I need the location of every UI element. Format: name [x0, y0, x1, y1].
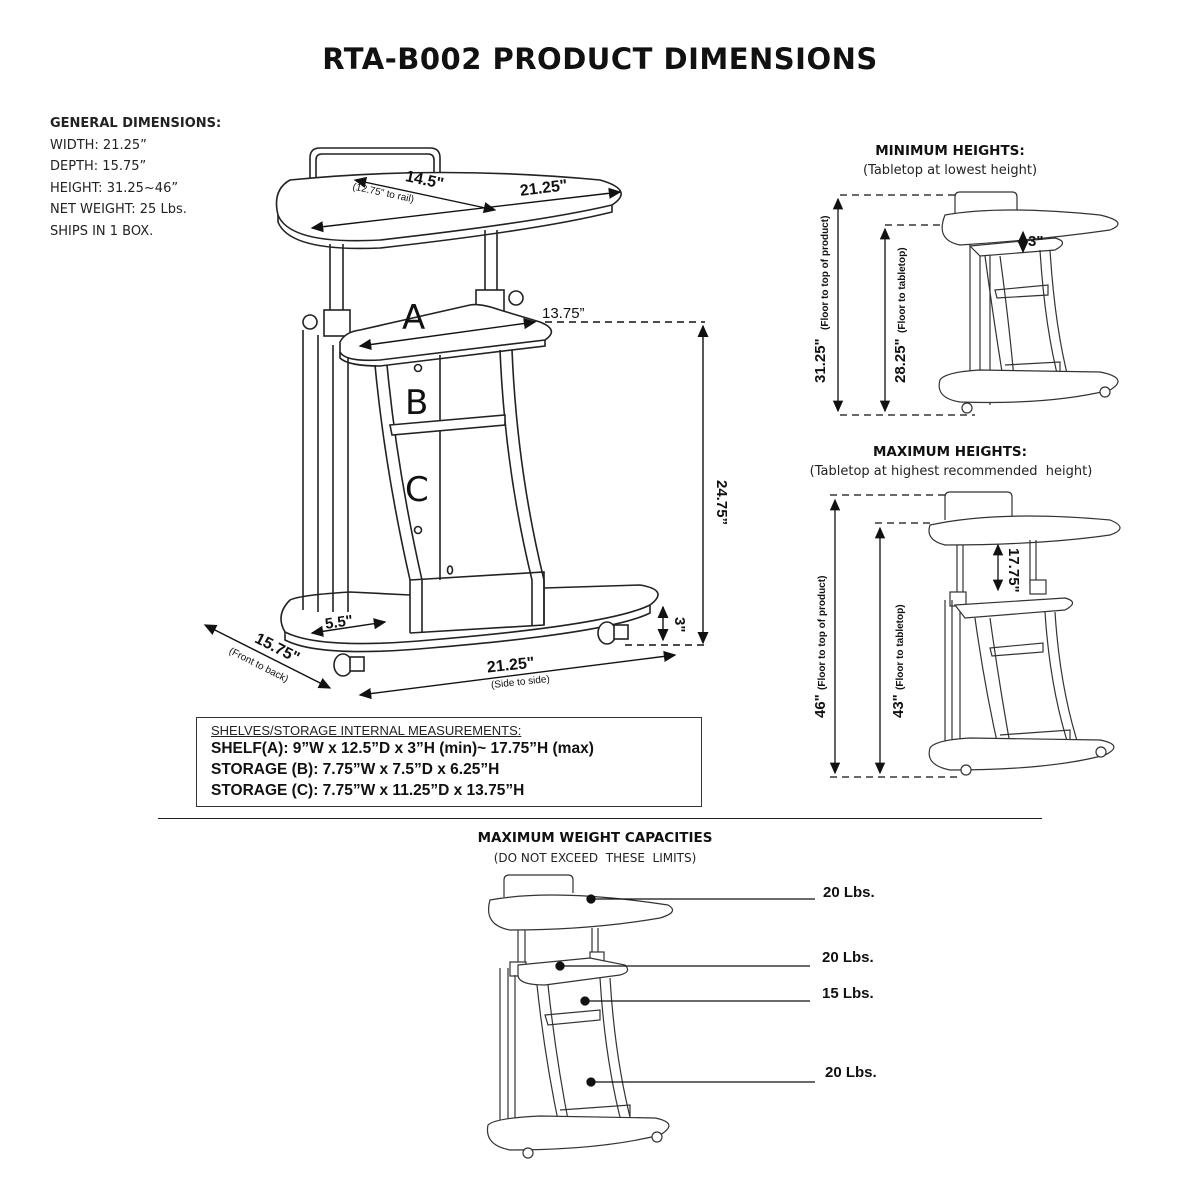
storage-c-spec: STORAGE (C): 7.75”W x 11.25”D x 13.75”H [211, 782, 525, 799]
internal-measurements-box: SHELVES/STORAGE INTERNAL MEASUREMENTS: S… [196, 717, 702, 807]
compartment-c-label: C [405, 470, 429, 510]
max-height-dimension-lines [829, 494, 1004, 778]
storage-b-spec: STORAGE (B): 7.75”W x 7.5”D x 6.25”H [211, 761, 500, 778]
min-heights-subheading: (Tabletop at lowest height) [862, 163, 1038, 178]
weight-spec: NET WEIGHT: 25 Lbs. [50, 202, 187, 217]
min-overall-note: (Floor to top of product) [820, 215, 831, 330]
main-cart-drawing [275, 147, 659, 677]
min-tabletop-label: 28.25" [892, 338, 909, 383]
width-spec: WIDTH: 21.25” [50, 137, 147, 153]
shelf-height-label: 24.75” [713, 480, 730, 526]
min-height-dimension-lines [832, 194, 1029, 416]
min-overall-label: 31.25" [812, 338, 829, 383]
shelf-a-weight: 20 Lbs. [822, 949, 874, 966]
shelf-width-label: 13.75” [542, 305, 585, 322]
page-title: RTA-B002 PRODUCT DIMENSIONS [322, 42, 878, 76]
depth-spec: DEPTH: 15.75” [50, 159, 147, 174]
max-tabletop-label: 43" [890, 694, 907, 718]
weights-heading: MAXIMUM WEIGHT CAPACITIES [477, 830, 713, 846]
clearance-label: 3" [671, 617, 688, 633]
shipping-spec: SHIPS IN 1 BOX. [50, 223, 154, 239]
height-spec: HEIGHT: 31.25~46” [50, 180, 179, 196]
storage-c-weight: 20 Lbs. [825, 1064, 877, 1081]
min-heights-heading: MINIMUM HEIGHTS: [875, 143, 1025, 159]
min-tabletop-note: (Floor to tabletop) [897, 247, 908, 333]
weights-subheading: (DO NOT EXCEED THESE LIMITS) [493, 851, 697, 865]
top-width-arrow [310, 187, 622, 233]
base-depth-arrow [203, 624, 332, 689]
min-height-cart-drawing [938, 191, 1119, 414]
section-divider [158, 818, 1042, 819]
tabletop-weight: 20 Lbs. [823, 884, 875, 901]
base-width-arrow [358, 650, 677, 700]
max-overall-label: 46" [812, 694, 829, 718]
weight-leader-lines [555, 894, 815, 1087]
max-height-cart-drawing [928, 491, 1121, 776]
main-dimension-lines [203, 176, 709, 700]
min-gap-label: 3" [1028, 233, 1044, 250]
max-heights-heading: MAXIMUM HEIGHTS: [872, 444, 1028, 460]
weight-cart-drawing [486, 874, 674, 1159]
general-dimensions-heading: GENERAL DIMENSIONS: [50, 116, 222, 131]
max-tabletop-note: (Floor to tabletop) [895, 604, 906, 690]
shelf-width-arrow [358, 317, 537, 351]
internal-measurements-heading: SHELVES/STORAGE INTERNAL MEASUREMENTS: [211, 723, 522, 738]
shelf-a-spec: SHELF(A): 9”W x 12.5”D x 3”H (min)~ 17.7… [211, 740, 594, 757]
max-heights-subheading: (Tabletop at highest recommended height) [809, 464, 1093, 479]
general-dimensions: GENERAL DIMENSIONS: WIDTH: 21.25” DEPTH:… [50, 113, 221, 242]
storage-b-weight: 15 Lbs. [822, 985, 874, 1002]
compartment-b-label: B [405, 383, 429, 423]
max-gap-label: 17.75" [1005, 548, 1022, 593]
max-overall-note: (Floor to top of product) [817, 575, 828, 690]
compartment-a-label: A [402, 298, 426, 338]
